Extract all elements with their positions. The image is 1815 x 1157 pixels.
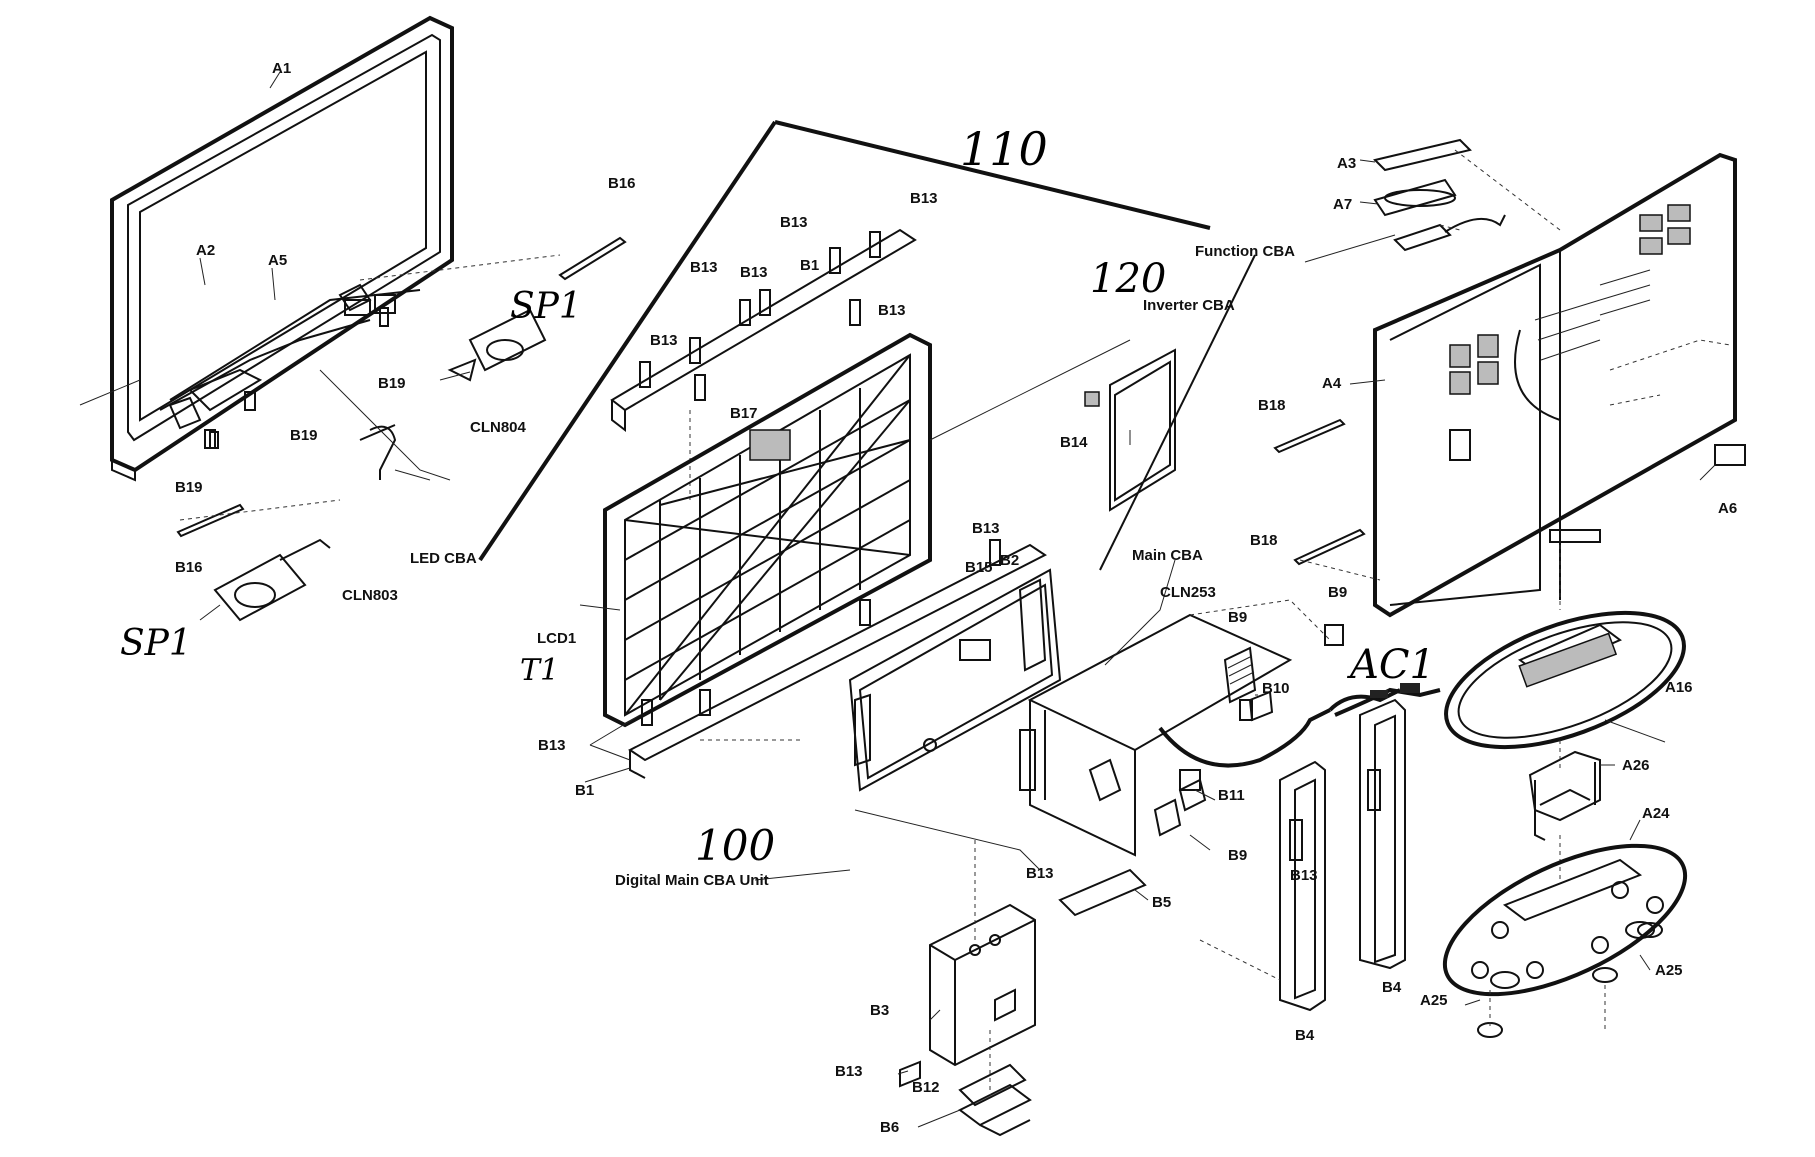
label-main-cba: Main CBA: [1132, 547, 1203, 564]
annotation-ac1: AC1: [1346, 642, 1435, 688]
speaker-sp1-lower: [199, 538, 331, 622]
label-cln804: CLN804: [470, 419, 527, 436]
label-lcd1: LCD1: [537, 630, 576, 647]
digital-main-cba: [848, 568, 1062, 871]
label-cln803: CLN803: [342, 587, 398, 604]
label-cln253: CLN253: [1160, 584, 1216, 601]
label-b13-8: B13: [972, 520, 1000, 537]
main-cba: [1019, 559, 1331, 857]
bracket-b1-upper: [610, 228, 917, 500]
label-b13-2: B13: [910, 190, 938, 207]
label-a1: A1: [272, 60, 291, 77]
label-b19-c: B19: [175, 479, 203, 496]
led-cba: [319, 369, 451, 481]
label-b1-top: B1: [800, 257, 819, 274]
label-b15: B15: [965, 559, 993, 576]
label-b13-9: B13: [1290, 867, 1318, 884]
label-a6: A6: [1718, 500, 1737, 517]
label-b14: B14: [1060, 434, 1088, 451]
stand-bracket-a26: [1528, 740, 1601, 880]
label-b13-11: B13: [835, 1063, 863, 1080]
label-led-cba: LED CBA: [410, 550, 477, 567]
handwritten-annotations: 110 120 100 SP1 SP1 T1 AC1: [120, 122, 1435, 870]
ac-power-cord: [1158, 683, 1441, 768]
annotation-t1: T1: [520, 653, 559, 688]
label-a26: A26: [1622, 757, 1650, 774]
bracket-b4-left: [1199, 760, 1326, 1012]
bracket-b1-lower: [628, 539, 1047, 779]
group-110-lines: [478, 120, 1256, 571]
bracket-b4-right: [1359, 698, 1406, 970]
label-b13-7: B13: [538, 737, 566, 754]
label-b18-a: B18: [1258, 397, 1286, 414]
lcd-panel: [603, 332, 1131, 728]
strips: [176, 236, 627, 538]
label-b13-10: B13: [1026, 865, 1054, 882]
annotation-sp1-lower: SP1: [120, 623, 192, 664]
label-b1-bottom: B1: [575, 782, 594, 799]
label-b13-1: B13: [780, 214, 808, 231]
label-a4: A4: [1322, 375, 1342, 392]
label-b18-b: B18: [1250, 532, 1278, 549]
label-b5: B5: [1152, 894, 1171, 911]
label-b13-5: B13: [878, 302, 906, 319]
shield-b3: [899, 840, 1036, 1137]
label-a16: A16: [1665, 679, 1693, 696]
label-b4-a: B4: [1295, 1027, 1315, 1044]
label-digital-main-cba-unit: Digital Main CBA Unit: [615, 872, 769, 889]
label-function-cba: Function CBA: [1195, 243, 1295, 260]
label-b9-c: B9: [1228, 847, 1247, 864]
label-a2: A2: [196, 242, 215, 259]
label-b19-a: B19: [378, 375, 406, 392]
part-labels: A1 A2 A5 B16 B19 B19 B19 B16 CLN804 CLN8…: [175, 60, 1737, 1136]
label-b10: B10: [1262, 680, 1290, 697]
label-b11: B11: [1218, 787, 1245, 804]
label-a3: A3: [1337, 155, 1356, 172]
label-b9-b: B9: [1328, 584, 1347, 601]
label-b13-3: B13: [690, 259, 718, 276]
label-a7: A7: [1333, 196, 1352, 213]
inverter-cba: [1084, 348, 1176, 512]
label-a25-b: A25: [1420, 992, 1448, 1009]
annotation-sp1-upper: SP1: [510, 286, 582, 327]
label-b16-top: B16: [608, 175, 636, 192]
label-b19-b: B19: [290, 427, 318, 444]
annotation-100: 100: [695, 821, 775, 870]
label-a5: A5: [268, 252, 287, 269]
label-b9-a: B9: [1228, 609, 1247, 626]
label-a25-a: A25: [1655, 962, 1683, 979]
label-b2: B2: [1000, 552, 1019, 569]
function-cba-parts: [1304, 138, 1561, 263]
label-a24: A24: [1642, 805, 1670, 822]
annotation-110: 110: [960, 122, 1048, 176]
heat-sink-b9: [1223, 624, 1344, 704]
label-b13-6: B13: [650, 332, 678, 349]
small-brackets: [1058, 690, 1274, 917]
label-b17: B17: [730, 405, 758, 422]
front-bezel-a1: [79, 15, 454, 482]
leader-lines: [199, 71, 1716, 1128]
label-b16-bottom: B16: [175, 559, 203, 576]
label-inverter-cba: Inverter CBA: [1143, 297, 1235, 314]
strips-b18: [1273, 418, 1381, 581]
label-b6: B6: [880, 1119, 899, 1136]
label-b3: B3: [870, 1002, 889, 1019]
speaker-sp1-upper: [439, 308, 547, 382]
annotation-120: 120: [1090, 256, 1166, 302]
stand-a16: [1444, 545, 1686, 750]
rear-cabinet-a4: [1373, 152, 1746, 618]
base-a24: [1442, 843, 1688, 1038]
label-b4-b: B4: [1382, 979, 1402, 996]
label-b13-4: B13: [740, 264, 768, 281]
label-b12: B12: [912, 1079, 940, 1096]
